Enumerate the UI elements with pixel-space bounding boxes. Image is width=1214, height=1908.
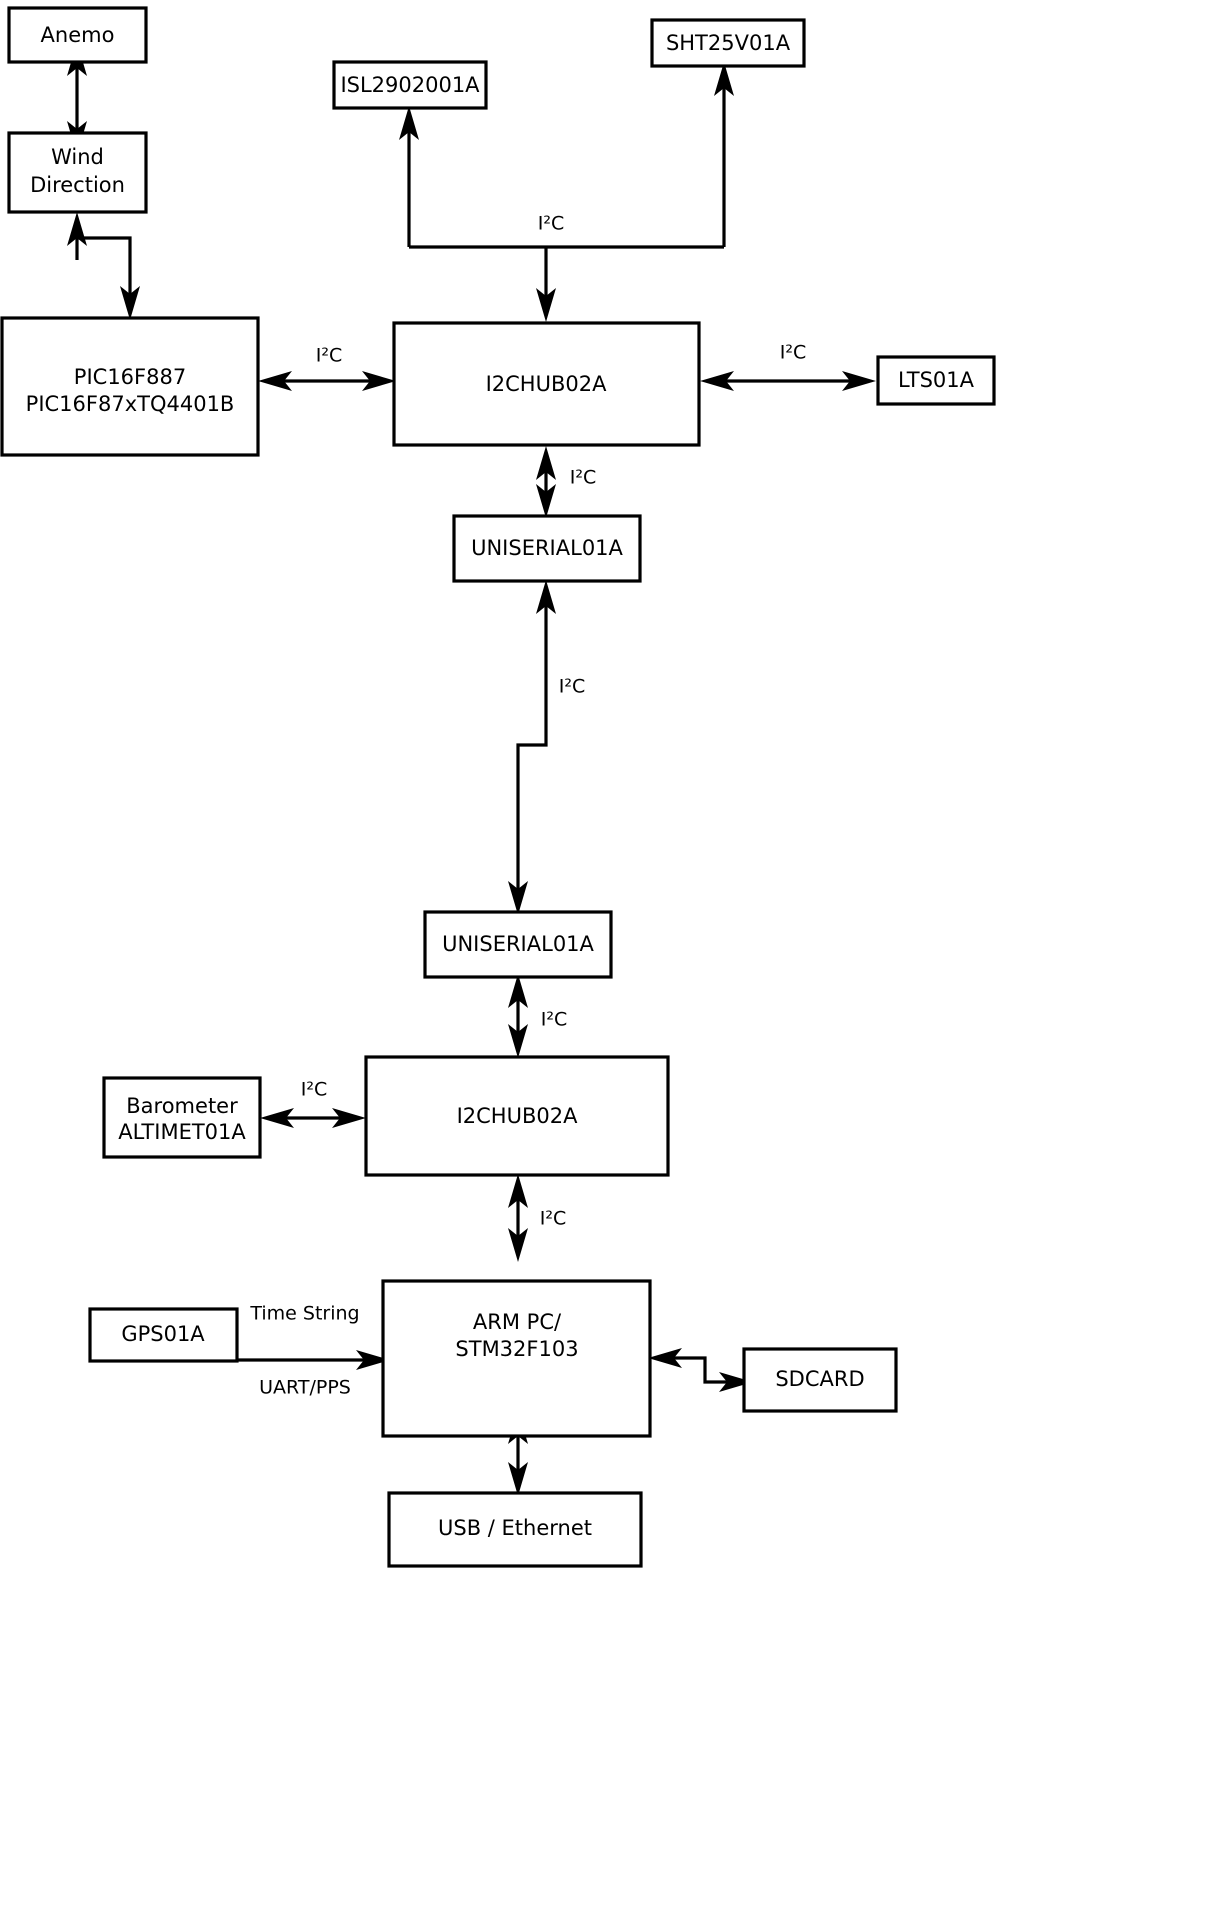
node-label-gps: GPS01A bbox=[121, 1322, 205, 1346]
node-label-usb: USB / Ethernet bbox=[438, 1516, 592, 1540]
edge-label-gps-arm-top: Time String bbox=[249, 1303, 359, 1325]
node-label-wind-line2: Direction bbox=[30, 173, 125, 197]
edge-hub2-arm bbox=[508, 1174, 528, 1262]
edge-label-uniserial-hub2: I²C bbox=[541, 1009, 568, 1031]
arrow-right-icon bbox=[362, 371, 396, 391]
arrow-up-icon bbox=[399, 106, 419, 140]
edge-label-gps-arm-bot: UART/PPS bbox=[259, 1377, 351, 1399]
arrow-left-icon bbox=[258, 371, 292, 391]
node-gps01a[interactable]: GPS01A bbox=[88, 1307, 239, 1363]
node-usb-ethernet[interactable]: USB / Ethernet bbox=[387, 1491, 643, 1568]
arrow-up-icon bbox=[536, 580, 556, 614]
arrow-down-icon bbox=[508, 1024, 528, 1058]
node-sdcard[interactable]: SDCARD bbox=[742, 1347, 898, 1413]
arrow-down-icon bbox=[508, 1462, 528, 1496]
arrow-right-icon bbox=[842, 371, 876, 391]
edge-label-barometer-hub2: I²C bbox=[301, 1079, 328, 1101]
node-label-arm-line1: ARM PC/ bbox=[473, 1310, 562, 1334]
node-label-uniserial-bottom: UNISERIAL01A bbox=[442, 932, 594, 956]
node-label-sht: SHT25V01A bbox=[666, 31, 791, 55]
arrow-left-icon bbox=[700, 371, 734, 391]
node-arm-pc[interactable]: ARM PC/ STM32F103 bbox=[381, 1279, 652, 1438]
node-label-sdcard: SDCARD bbox=[775, 1367, 864, 1391]
node-anemo[interactable]: Anemo bbox=[7, 6, 148, 64]
edge-uniserial-hub2 bbox=[508, 974, 528, 1058]
node-sht25v01a[interactable]: SHT25V01A bbox=[650, 18, 806, 68]
node-label-uniserial-top: UNISERIAL01A bbox=[471, 536, 623, 560]
arrow-left-icon bbox=[260, 1108, 294, 1128]
node-barometer-altimet01a[interactable]: Barometer ALTIMET01A bbox=[102, 1076, 262, 1159]
edge-uniserial-link bbox=[508, 580, 556, 915]
arrow-left-icon bbox=[648, 1348, 682, 1368]
node-label-lts: LTS01A bbox=[898, 368, 975, 392]
node-label-isl: ISL2902001A bbox=[340, 73, 480, 97]
arrow-up-icon bbox=[508, 974, 528, 1008]
edge-gps-arm bbox=[237, 1350, 390, 1370]
node-label-arm-line2: STM32F103 bbox=[455, 1337, 578, 1361]
edge-arm-sdcard bbox=[648, 1348, 753, 1392]
arrow-right-icon bbox=[719, 1372, 753, 1392]
arrow-down-icon bbox=[536, 484, 556, 518]
node-label-pic-line1: PIC16F887 bbox=[74, 365, 186, 389]
edge-label-hub-lts: I²C bbox=[780, 342, 807, 364]
node-label-wind-line1: Wind bbox=[51, 145, 104, 169]
node-i2chub02a-bottom[interactable]: I2CHUB02A bbox=[364, 1055, 670, 1177]
edge-label-uniserial-link: I²C bbox=[559, 676, 586, 698]
edge-hub-isl-sht-bus bbox=[399, 62, 734, 322]
arrow-right-icon bbox=[356, 1350, 390, 1370]
arrow-down-icon bbox=[536, 288, 556, 322]
edge-hub-lts bbox=[700, 371, 876, 391]
edge-label-pic-hub: I²C bbox=[316, 345, 343, 367]
node-label-hub-bottom: I2CHUB02A bbox=[457, 1104, 579, 1128]
arrow-up-icon bbox=[536, 446, 556, 480]
node-pic16f887[interactable]: PIC16F887 PIC16F87xTQ4401B bbox=[0, 316, 260, 457]
edge-label-hub-uniserial: I²C bbox=[570, 467, 597, 489]
edge-pic-wind bbox=[67, 212, 140, 320]
arrow-right-icon bbox=[332, 1108, 366, 1128]
edge-pic-hub bbox=[258, 371, 396, 391]
node-isl2902001a[interactable]: ISL2902001A bbox=[332, 60, 488, 110]
arrow-up-icon bbox=[508, 1174, 528, 1208]
node-label-pic-line2: PIC16F87xTQ4401B bbox=[26, 392, 235, 416]
node-lts01a[interactable]: LTS01A bbox=[876, 355, 996, 406]
node-uniserial01a-top[interactable]: UNISERIAL01A bbox=[452, 514, 642, 583]
node-wind-direction[interactable]: Wind Direction bbox=[7, 131, 148, 214]
edge-label-isl-sht-bus: I²C bbox=[538, 213, 565, 235]
node-label-barometer-line1: Barometer bbox=[126, 1094, 238, 1118]
node-uniserial01a-bottom[interactable]: UNISERIAL01A bbox=[423, 910, 613, 979]
arrow-down-icon bbox=[120, 286, 140, 320]
arrow-up-icon bbox=[714, 62, 734, 96]
edge-barometer-hub2 bbox=[260, 1108, 366, 1128]
node-label-hub-top: I2CHUB02A bbox=[486, 372, 608, 396]
node-label-barometer-line2: ALTIMET01A bbox=[118, 1120, 246, 1144]
arrow-up-icon bbox=[67, 212, 87, 246]
edge-label-hub2-arm: I²C bbox=[540, 1208, 567, 1230]
edge-hub-uniserial bbox=[536, 446, 556, 518]
node-label-anemo: Anemo bbox=[41, 23, 115, 47]
node-i2chub02a-top[interactable]: I2CHUB02A bbox=[392, 321, 701, 447]
arrow-down-icon bbox=[508, 1228, 528, 1262]
arrow-down-icon bbox=[508, 881, 528, 915]
